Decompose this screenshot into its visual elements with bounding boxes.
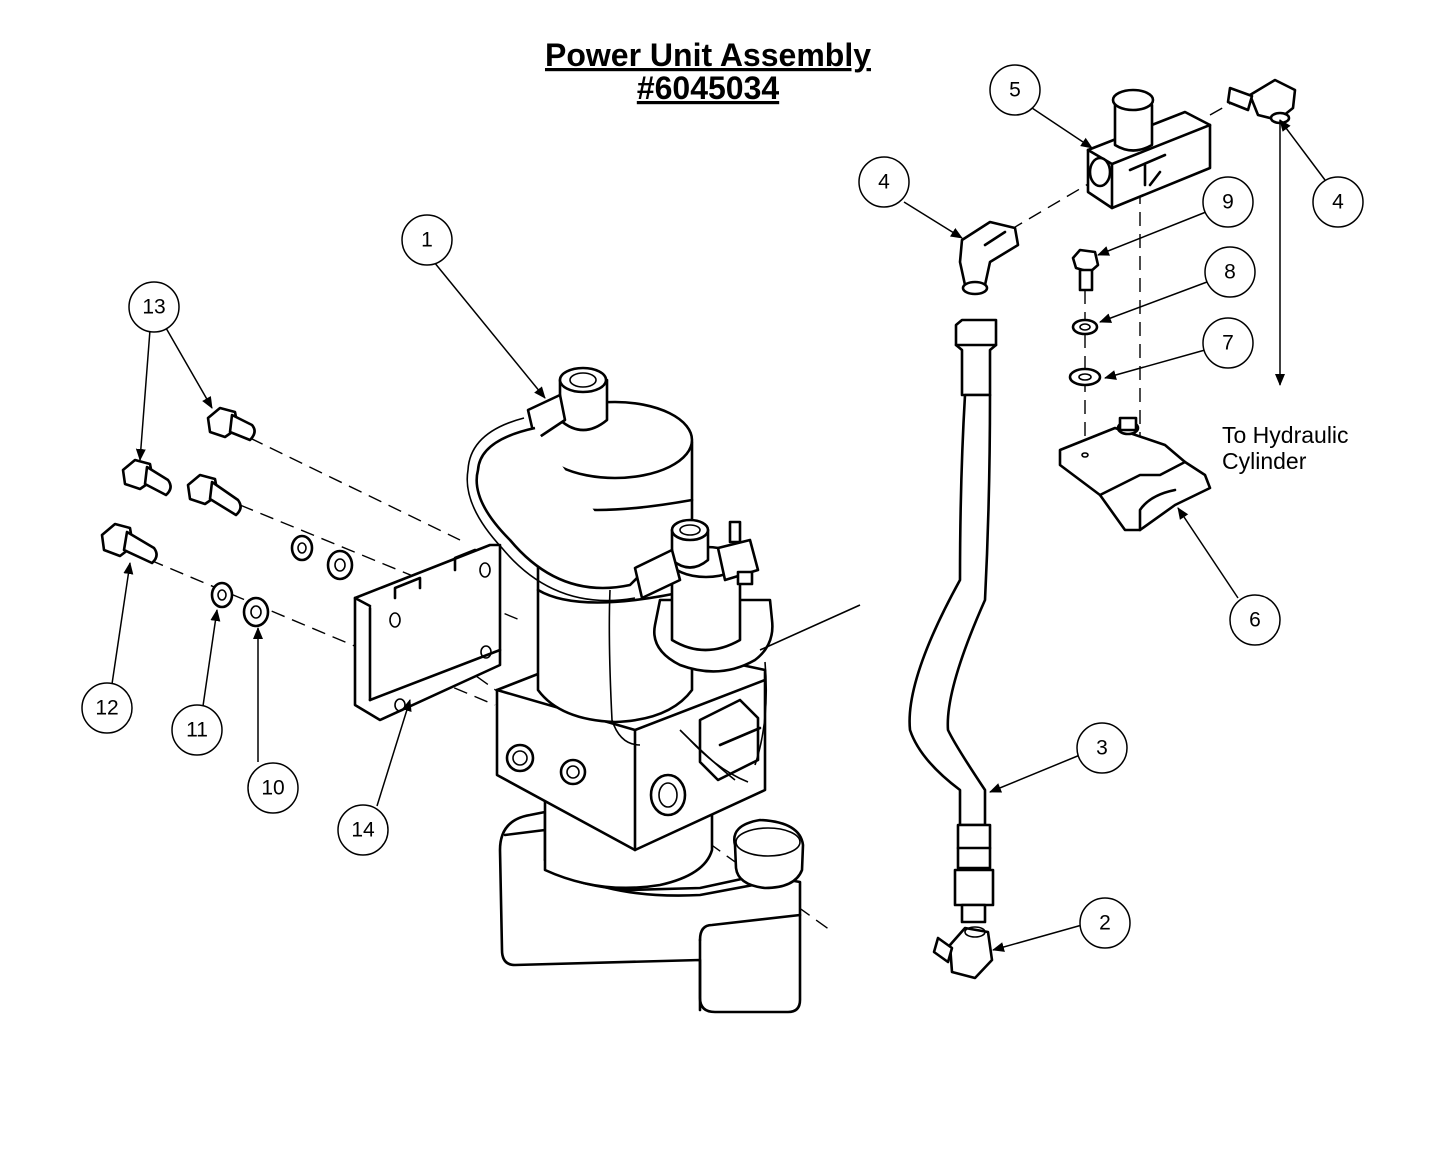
bolts [100, 406, 256, 565]
svg-text:7: 7 [1222, 332, 1234, 355]
diagram-title-line2: #6045034 [637, 70, 780, 106]
svg-text:11: 11 [186, 719, 208, 742]
diagram-title-line1: Power Unit Assembly [545, 37, 871, 73]
callout-2: 2 [1079, 897, 1131, 949]
svg-text:1: 1 [421, 229, 433, 252]
svg-text:4: 4 [1332, 191, 1344, 214]
callout-5: 5 [989, 64, 1041, 116]
filler-cap [733, 818, 805, 890]
callout-8: 8 [1204, 246, 1256, 298]
leader-lines [111, 107, 1326, 952]
callout-13: 13 [128, 281, 180, 333]
svg-text:14: 14 [351, 819, 375, 842]
elbow-fitting-right [1226, 78, 1297, 125]
svg-text:3: 3 [1096, 737, 1108, 760]
valve-bolt-and-washers [1068, 248, 1102, 387]
callout-9: 9 [1202, 176, 1254, 228]
svg-text:12: 12 [95, 697, 118, 720]
washers [210, 534, 354, 628]
mounting-bracket [353, 543, 502, 722]
svg-text:13: 13 [142, 296, 165, 319]
callout-3: 3 [1076, 722, 1128, 774]
callout-4-left: 4 [858, 156, 910, 208]
elbow-fitting-left [958, 220, 1020, 296]
svg-text:8: 8 [1224, 261, 1236, 284]
hydraulic-note-line1: To Hydraulic [1222, 422, 1349, 448]
svg-text:2: 2 [1099, 912, 1111, 935]
callout-10: 10 [247, 762, 299, 814]
valve-bracket [1058, 416, 1212, 532]
svg-text:9: 9 [1222, 191, 1234, 214]
svg-text:10: 10 [261, 777, 284, 800]
callout-7: 7 [1202, 317, 1254, 369]
callout-12: 12 [81, 682, 133, 734]
solenoid-valve [679, 698, 762, 783]
callout-11: 11 [171, 704, 223, 756]
elbow-fitting-bottom [932, 926, 994, 980]
svg-text:4: 4 [878, 171, 890, 194]
callout-1: 1 [401, 214, 453, 266]
callout-6: 6 [1229, 594, 1281, 646]
motor-terminal [526, 366, 609, 442]
hydraulic-hose [908, 318, 998, 924]
flow-control-valve [1086, 88, 1212, 210]
hydraulic-note-line2: Cylinder [1222, 448, 1307, 474]
callout-14: 14 [337, 804, 389, 856]
start-solenoid [633, 518, 861, 766]
svg-text:6: 6 [1249, 609, 1261, 632]
motor-cable [466, 417, 641, 746]
callout-4-right: 4 [1312, 176, 1364, 228]
svg-text:5: 5 [1009, 79, 1021, 102]
